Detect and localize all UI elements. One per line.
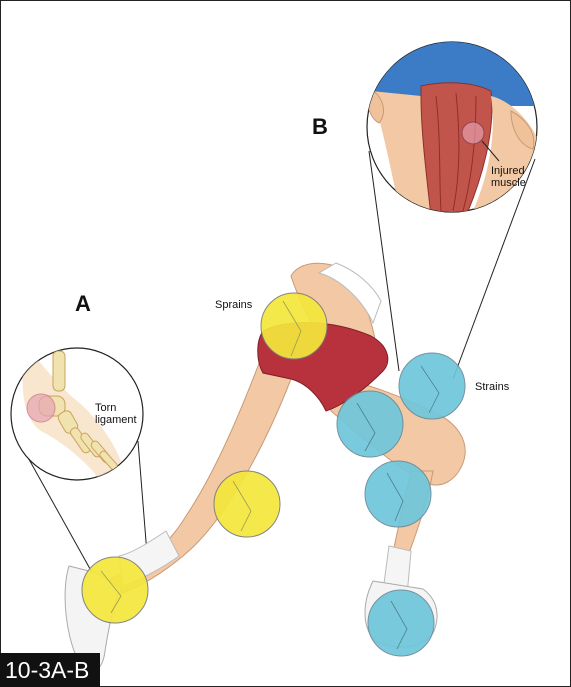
strains-callout: Strains (475, 381, 509, 393)
injured-muscle-callout: Injured muscle (491, 165, 526, 189)
label-a: A (75, 292, 91, 316)
figure-number-tag: 10-3A-B (0, 653, 100, 687)
injured-muscle-line2: muscle (491, 177, 526, 189)
strain-marker-thigh-top (399, 353, 465, 419)
sprain-marker-ankle (82, 557, 148, 623)
torn-ligament-line2: ligament (95, 414, 137, 426)
sprains-callout: Sprains (215, 299, 252, 311)
label-b: B (312, 115, 328, 139)
injured-muscle-line1: Injured (491, 165, 526, 177)
strain-marker-calf (365, 461, 431, 527)
strain-markers (337, 353, 465, 656)
torn-ligament-line1: Torn (95, 402, 137, 414)
strain-marker-foot (368, 590, 434, 656)
torn-ligament-callout: Torn ligament (95, 402, 137, 426)
